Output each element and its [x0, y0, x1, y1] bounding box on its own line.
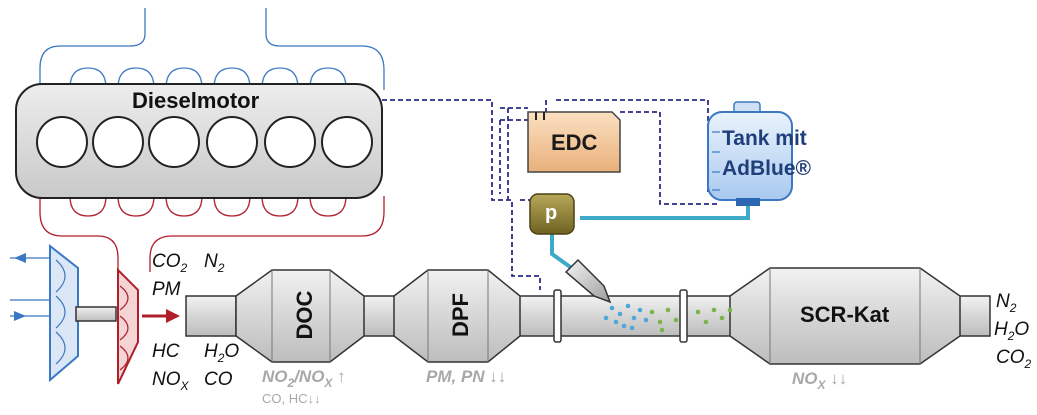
tailpipe-n2: N2: [996, 291, 1017, 315]
species-n2: N2: [204, 251, 225, 275]
cylinder-5: [264, 116, 316, 168]
species-hc: HC: [152, 341, 180, 362]
cylinder-6: [321, 116, 373, 168]
engine-cylinders: [36, 116, 373, 168]
dosing-pump: [529, 193, 575, 235]
species-co2: CO2: [152, 251, 188, 275]
tank-label-line2: AdBlue®: [722, 157, 811, 180]
diesel-engine: [15, 83, 383, 199]
dpf-filter: [393, 269, 521, 363]
engine-label: Dieselmotor: [132, 88, 260, 113]
species-pm: PM: [152, 279, 181, 300]
tank-label-line1: Tank mit: [722, 127, 807, 150]
species-h2o: H2O: [204, 341, 240, 365]
edc-ecu: [527, 111, 621, 173]
flow-arrows: [14, 253, 180, 323]
doc-label: DOC: [292, 290, 317, 340]
exhaust-flow-arrow: [166, 309, 180, 323]
flange-1: [553, 289, 562, 343]
tailpipe-co2: CO2: [996, 347, 1032, 371]
adblue-tank: [707, 101, 793, 206]
cylinder-2: [92, 116, 144, 168]
pump-label: p: [545, 202, 558, 224]
intake-air-arrow-in: [14, 311, 26, 321]
pipe-flanges: [553, 289, 688, 343]
turbocharger: [49, 243, 139, 385]
scr-label: SCR-Kat: [800, 302, 890, 327]
cylinder-1: [36, 116, 88, 168]
doc-effect-sub: CO, HC↓↓: [262, 391, 321, 406]
dpf-label: DPF: [448, 293, 473, 337]
cylinder-3: [148, 116, 200, 168]
intake-air-arrow-out: [14, 253, 26, 263]
dpf-effect: PM, PN ↓↓: [426, 367, 507, 386]
edc-label: EDC: [551, 130, 598, 155]
adblue-spray: [603, 303, 733, 333]
adblue-injector: [564, 258, 612, 304]
cylinder-4: [206, 116, 258, 168]
doc-effect-main: NO2/NOX ↑: [262, 367, 346, 390]
species-co: CO: [204, 369, 233, 390]
flange-2: [679, 289, 688, 343]
exhaust-manifold: [39, 195, 385, 272]
doc-catalyst: [235, 269, 365, 363]
ecu-wiring: [382, 99, 720, 290]
tailpipe-h2o: H2O: [994, 319, 1030, 343]
scr-effect: NOX ↓↓: [792, 369, 848, 392]
scr-catalyst: [729, 267, 961, 365]
species-nox: NOX: [152, 369, 189, 393]
